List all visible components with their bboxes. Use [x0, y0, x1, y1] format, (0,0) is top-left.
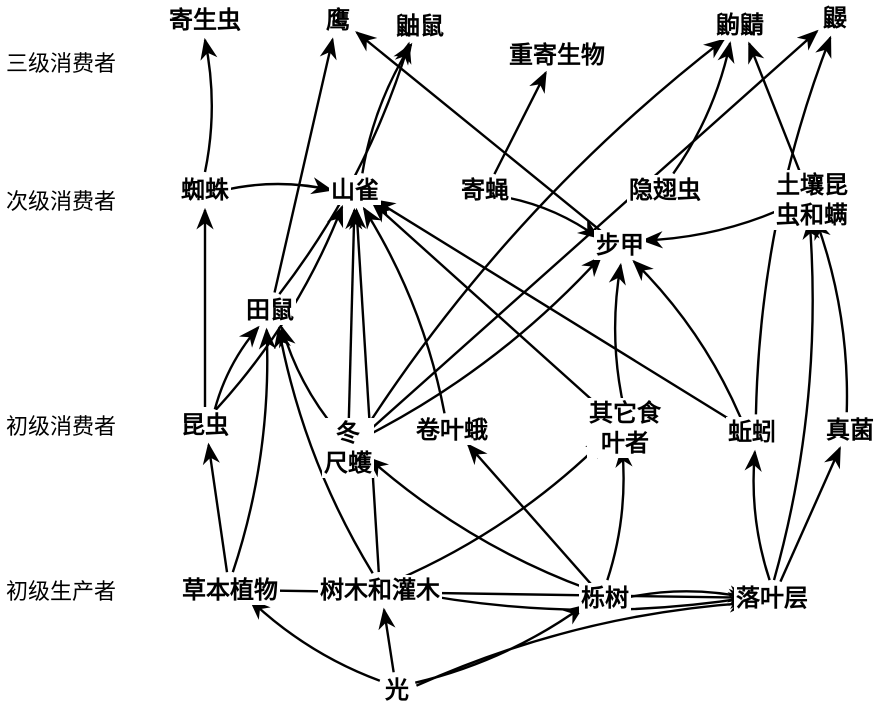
edge-winter-moth-to-shrew [360, 38, 726, 436]
node-soil-insects: 土壤昆 虫和螨 [774, 170, 850, 230]
edge-leaf-roller-to-tit [362, 206, 446, 414]
edge-oak-to-winter-moth [367, 456, 589, 591]
edge-oak-to-other-defoliators [606, 445, 633, 581]
edge-litter-to-fungi [779, 446, 841, 583]
edge-ground-beetle-to-hawk [355, 31, 606, 235]
node-litter: 落叶层 [734, 583, 810, 613]
edge-tachinid-to-ground-beetle [503, 195, 600, 239]
edge-fungi-to-soil-insects [814, 217, 849, 413]
node-winter-moth: 冬 尺蠖 [322, 418, 374, 478]
node-herbs: 草本植物 [180, 575, 280, 605]
node-earthworm: 蚯蚓 [726, 417, 778, 447]
node-vole: 田鼠 [244, 295, 296, 325]
node-hawk: 鹰 [324, 5, 352, 35]
edge-light-to-litter [415, 595, 751, 687]
edge-trees-shrubs-to-other-defoliators [396, 437, 607, 582]
edge-litter-to-soil-insects [772, 217, 820, 581]
node-light: 光 [383, 675, 411, 705]
edge-herbs-to-vole [231, 327, 277, 573]
edge-insects-to-vole [213, 325, 260, 410]
edge-spider-to-tit [224, 177, 334, 195]
node-insects: 昆虫 [179, 410, 231, 440]
node-other-defoliators: 其它食 叶者 [587, 398, 663, 458]
edge-trees-shrubs-to-vole [273, 326, 374, 574]
level-tertiary-consumers: 三级消费者 [6, 52, 117, 77]
edge-trees-shrubs-to-tit [349, 207, 380, 573]
node-tit: 山雀 [329, 175, 381, 205]
edge-trees-shrubs-to-litter [399, 589, 751, 612]
edge-vole-to-weasel [278, 41, 412, 295]
edge-oak-to-leaf-roller [466, 443, 593, 586]
node-leaf-roller: 卷叶蛾 [414, 415, 490, 445]
edge-vole-to-hawk [273, 37, 337, 293]
node-shrew: 鼩鼱 [714, 10, 766, 40]
node-spider: 蜘蛛 [179, 175, 231, 205]
edge-other-defoliators-to-ground-beetle [608, 262, 626, 411]
node-oak: 栎树 [579, 583, 631, 613]
edge-other-defoliators-to-tit [371, 201, 611, 417]
edge-light-to-oak [415, 604, 585, 684]
edge-light-to-trees-shrubs [378, 607, 396, 673]
level-primary-consumers: 初级消费者 [6, 415, 117, 440]
edge-litter-to-earthworm [744, 449, 771, 581]
node-ground-beetle: 步甲 [594, 230, 646, 260]
edge-herbs-to-insects [202, 442, 229, 573]
edge-soil-insects-to-ground-beetle [641, 203, 794, 249]
node-mole: 鼹 [821, 3, 849, 33]
node-fungi: 真菌 [824, 415, 876, 445]
level-secondary-consumers: 次级消费者 [6, 190, 117, 215]
edge-winter-moth-to-ground-beetle [363, 255, 603, 439]
node-hyperparasite: 重寄生物 [507, 40, 607, 70]
node-parasite: 寄生虫 [167, 5, 243, 35]
node-trees-shrubs: 树木和灌木 [318, 575, 442, 605]
edge-spider-to-parasite [200, 37, 218, 173]
edge-soil-insects-to-shrew [748, 41, 806, 184]
edge-earthworm-to-ground-beetle [632, 259, 742, 418]
edge-rove-beetle-to-shrew [672, 41, 735, 175]
edge-tit-to-weasel [361, 42, 413, 174]
edge-light-to-herbs [249, 598, 381, 682]
node-tachinid: 寄蝇 [459, 175, 511, 205]
edge-tachinid-to-hyperparasite [493, 70, 547, 175]
edge-earthworm-to-tit [373, 199, 736, 424]
node-weasel: 鼬鼠 [394, 11, 446, 41]
level-primary-producers: 初级生产者 [6, 580, 117, 605]
edge-winter-moth-to-tit [345, 207, 363, 431]
node-rove-beetle: 隐翅虫 [627, 175, 703, 205]
